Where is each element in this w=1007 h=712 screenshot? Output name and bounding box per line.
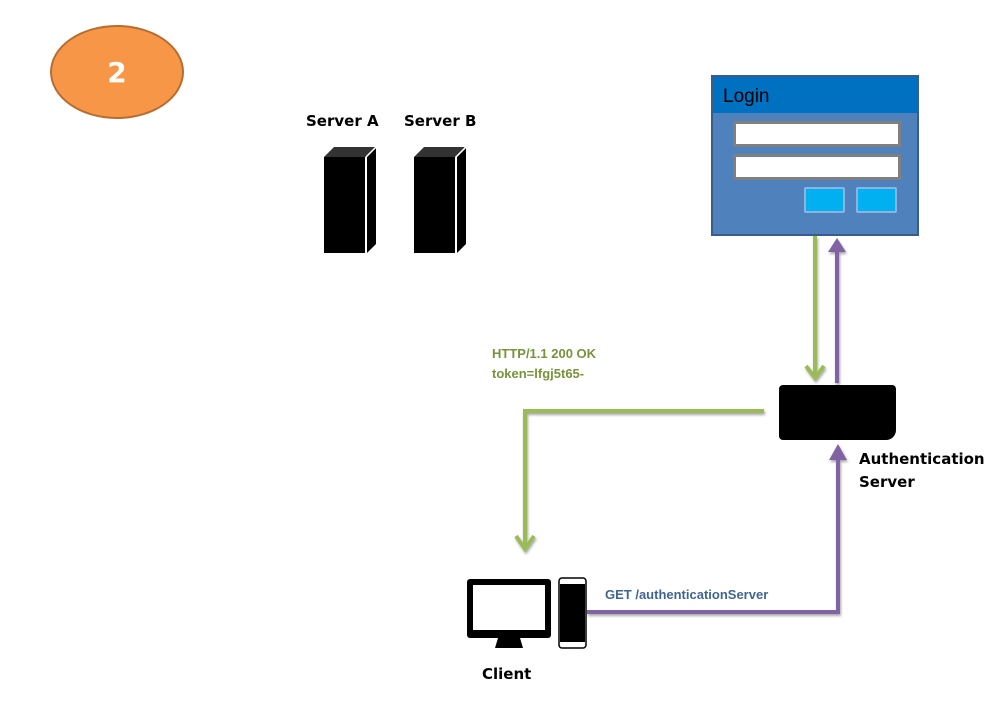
auth-label-line2: Server [859, 473, 915, 491]
server-b-icon [414, 146, 467, 253]
step-number-badge: 2 [50, 25, 184, 119]
auth-to-login-arrow [828, 238, 846, 383]
authentication-server-label: Authentication Server [859, 448, 985, 494]
response-message: HTTP/1.1 200 OK token=lfgj5t65- [492, 344, 596, 384]
authentication-server-box [779, 385, 896, 440]
username-field[interactable] [733, 121, 901, 147]
client-computer-icon [467, 577, 587, 649]
request-message: GET /authenticationServer [605, 587, 769, 602]
login-titlebar: Login [713, 77, 917, 113]
login-window: Login [711, 75, 919, 236]
auth-label-line1: Authentication [859, 450, 985, 468]
server-b-label: Server B [404, 112, 477, 130]
login-submit-button[interactable] [804, 187, 845, 213]
step-number: 2 [107, 55, 127, 89]
login-title: Login [723, 86, 770, 107]
client-label: Client [482, 665, 532, 683]
server-a-icon [324, 146, 377, 253]
request-arrow [587, 444, 847, 614]
login-to-auth-arrow [804, 236, 826, 382]
response-status: HTTP/1.1 200 OK [492, 346, 597, 361]
login-cancel-button[interactable] [856, 187, 897, 213]
response-arrow [514, 409, 764, 553]
response-token: token=lfgj5t65- [492, 366, 585, 381]
server-a-label: Server A [306, 112, 379, 130]
password-field[interactable] [733, 154, 901, 180]
